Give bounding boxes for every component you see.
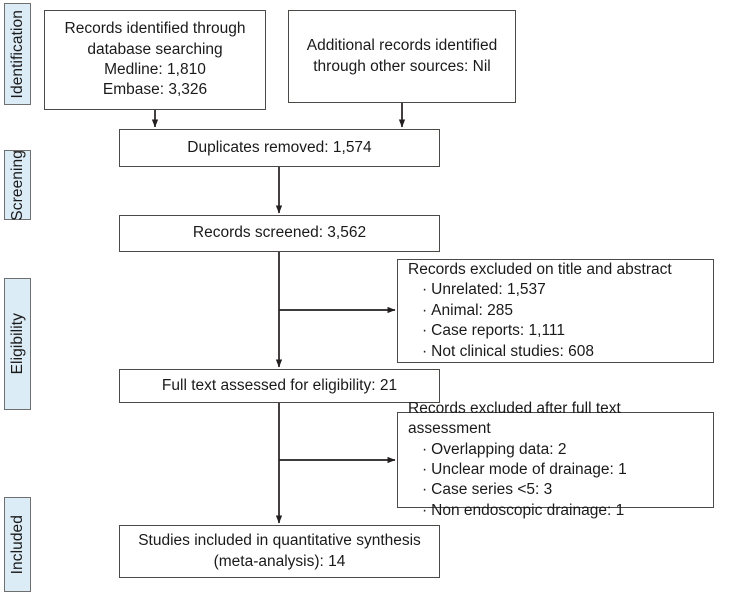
- box-heading: Records excluded after full text assessm…: [408, 399, 621, 438]
- box-line: Medline: 1,810: [104, 61, 206, 78]
- box-list-item-text: Non endoscopic drainage: 1: [431, 501, 625, 519]
- stage-label-identification: Identification: [4, 3, 31, 105]
- box-line: Embase: 3,326: [102, 81, 208, 99]
- box-list-item: ·Case series <5: 3: [408, 480, 707, 500]
- box-list-item: ·Case reports: 1,111: [408, 321, 672, 341]
- stage-label-eligibility-text: Eligibility: [8, 313, 26, 375]
- box-list-item: ·Not clinical studies: 608: [408, 342, 672, 362]
- stage-label-eligibility: Eligibility: [4, 278, 31, 410]
- stage-label-included: Included: [4, 497, 31, 592]
- box-line: (meta-analysis): 14: [213, 552, 346, 570]
- box-line: Studies included in quantitative synthes…: [138, 532, 421, 550]
- box-list-item-text: Not clinical studies: 608: [431, 342, 595, 360]
- box-list-item-text: Unrelated: 1,537: [431, 281, 546, 299]
- box-records-screened: Records screened: 3,562: [119, 215, 440, 252]
- box-line: Records screened: 3,562: [192, 224, 367, 242]
- box-list-item-text: Animal: 285: [431, 301, 514, 319]
- box-list-item-text: Case reports: 1,111: [431, 322, 566, 340]
- bullet-icon: ·: [422, 281, 428, 299]
- stage-label-included-text: Included: [8, 514, 26, 575]
- box-list-item: ·Animal: 285: [408, 301, 672, 321]
- bullet-icon: ·: [422, 481, 428, 499]
- box-studies-included: Studies included in quantitative synthes…: [119, 525, 440, 578]
- box-list-item-text: Case series <5: 3: [431, 481, 553, 499]
- stage-label-identification-text: Identification: [8, 9, 26, 99]
- box-line: Duplicates removed: 1,574: [187, 138, 372, 156]
- box-additional-records: Additional records identified through ot…: [288, 10, 516, 103]
- stage-label-screening: Screening: [4, 150, 31, 220]
- stage-label-screening-text: Screening: [8, 149, 26, 221]
- box-line: database searching: [87, 40, 223, 58]
- box-records-excluded-title-abstract: Records excluded on title and abstract ·…: [397, 259, 714, 363]
- bullet-icon: ·: [422, 461, 428, 478]
- box-line: through other sources: Nil: [313, 57, 491, 75]
- box-line: Additional records identified: [306, 37, 498, 55]
- box-list-item: ·Non endoscopic drainage: 1: [408, 501, 707, 521]
- box-list-item: ·Overlapping data: 2: [408, 440, 707, 460]
- box-list-item-text: Overlapping data: 2: [431, 440, 567, 458]
- box-full-text-assessed: Full text assessed for eligibility: 21: [119, 369, 440, 403]
- box-records-excluded-full-text: Records excluded after full text assessm…: [397, 400, 714, 519]
- box-heading: Records excluded on title and abstract: [408, 260, 672, 278]
- bullet-icon: ·: [422, 501, 428, 519]
- box-list-item: ·Unrelated: 1,537: [408, 280, 672, 300]
- box-line: Records identified through: [64, 20, 246, 38]
- box-records-identified-database: Records identified through database sear…: [44, 10, 266, 110]
- bullet-icon: ·: [422, 322, 428, 340]
- box-duplicates-removed: Duplicates removed: 1,574: [119, 129, 440, 167]
- bullet-icon: ·: [422, 301, 428, 319]
- box-line: Full text assessed for eligibility: 21: [161, 376, 398, 394]
- box-list-item: ·Unclear mode of drainage: 1: [408, 460, 707, 480]
- box-list-item-text: Unclear mode of drainage: 1: [431, 461, 627, 478]
- bullet-icon: ·: [422, 440, 428, 458]
- bullet-icon: ·: [422, 342, 428, 360]
